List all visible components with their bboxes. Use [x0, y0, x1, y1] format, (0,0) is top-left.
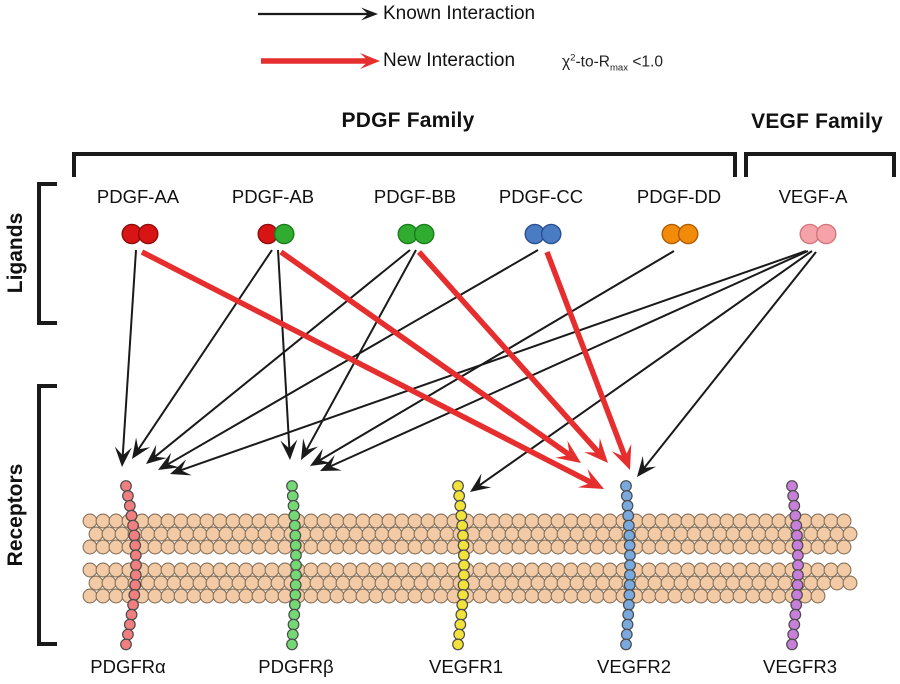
arrow-new-PDGF-AA-to-VEGFR2 [140, 249, 604, 489]
arrow-known-VEGF-A-to-PDGFRβ [320, 250, 809, 471]
arrow-known-PDGF-BB-to-PDGFRα [146, 249, 411, 464]
pdgf-family-bracket [72, 152, 737, 177]
membrane-bilayers [82, 513, 858, 604]
receptor-chains [120, 480, 804, 651]
receptor-label-PDGFRα: PDGFRα [90, 656, 166, 677]
legend-new-arrow-icon [261, 53, 380, 69]
brackets [37, 152, 896, 646]
vegf-family-bracket [744, 152, 896, 177]
chi-exponent: 2 [570, 52, 576, 64]
ligand-label-VEGF-A: VEGF-A [778, 186, 848, 207]
chi-mid-text: -to-R [575, 53, 610, 71]
arrow-new-PDGF-CC-to-VEGFR2 [544, 251, 632, 470]
arrow-new-PDGF-BB-to-VEGFR2 [416, 250, 608, 463]
ligand-label-PDGF-AA: PDGF-AA [96, 186, 180, 207]
ligand-dimer-PDGF-DD [661, 223, 699, 245]
ligand-dimer-PDGF-AA [121, 223, 159, 245]
ligand-dimer-VEGF-A [799, 223, 837, 245]
membrane-band-2 [82, 562, 858, 604]
receptor-label-VEGFR3: VEGFR3 [762, 656, 838, 677]
arrow-new-PDGF-AB-to-VEGFR2 [279, 249, 581, 463]
receptors-bracket [37, 384, 57, 646]
receptor-chain-PDGFRα [120, 480, 142, 651]
receptor-label-PDGFRβ: PDGFRβ [258, 656, 334, 677]
arrow-known-PDGF-AB-to-PDGFRβ [277, 249, 298, 460]
interaction-arrows [114, 249, 817, 492]
legend-chi-note: χ2-to-Rmax <1.0 [562, 52, 663, 73]
arrow-known-PDGF-DD-to-PDGFRβ [310, 250, 675, 466]
arrow-known-PDGF-CC-to-PDGFRα [158, 249, 539, 470]
legend-arrow-samples [258, 7, 380, 69]
ligands-section-label: Ligands [4, 212, 27, 294]
ligand-label-PDGF-DD: PDGF-DD [636, 186, 722, 207]
receptors-section-label: Receptors [4, 463, 27, 567]
arrow-known-PDGF-BB-to-PDGFRβ [301, 249, 417, 460]
receptor-chain-VEGFR3 [786, 480, 804, 651]
arrow-known-VEGF-A-to-VEGFR2 [637, 251, 817, 477]
arrow-known-VEGF-A-to-VEGFR1 [470, 250, 813, 492]
arrow-known-PDGF-AA-to-PDGFRα [114, 249, 137, 467]
receptor-chain-VEGFR1 [452, 480, 470, 651]
receptor-chain-VEGFR2 [620, 480, 636, 651]
chi-subscript: max [609, 62, 629, 74]
receptor-chain-PDGFRβ [286, 480, 302, 651]
ligand-label-PDGF-BB: PDGF-BB [373, 186, 457, 207]
legend-known-arrow-icon [258, 7, 378, 21]
ligand-label-PDGF-CC: PDGF-CC [498, 186, 584, 207]
membrane-band-1 [82, 513, 858, 555]
ligands-bracket [37, 182, 57, 325]
pdgf-family-title: PDGF Family [341, 109, 475, 132]
arrow-known-VEGF-A-to-PDGFRα [170, 250, 807, 476]
chi-symbol: χ [562, 53, 571, 71]
legend-new-label: New Interaction [383, 50, 516, 71]
arrow-known-PDGF-AB-to-PDGFRα [132, 249, 273, 459]
ligand-dimers [121, 223, 837, 245]
ligand-dimer-PDGF-AB [257, 223, 295, 245]
ligand-dimer-PDGF-CC [524, 223, 562, 245]
vegf-family-title: VEGF Family [751, 110, 883, 133]
receptor-label-VEGFR1: VEGFR1 [428, 656, 504, 677]
receptor-label-VEGFR2: VEGFR2 [596, 656, 672, 677]
ligand-dimer-PDGF-BB [397, 223, 435, 245]
chi-threshold: <1.0 [628, 53, 663, 71]
legend-known-label: Known Interaction [383, 3, 536, 24]
ligand-label-PDGF-AB: PDGF-AB [231, 186, 315, 207]
